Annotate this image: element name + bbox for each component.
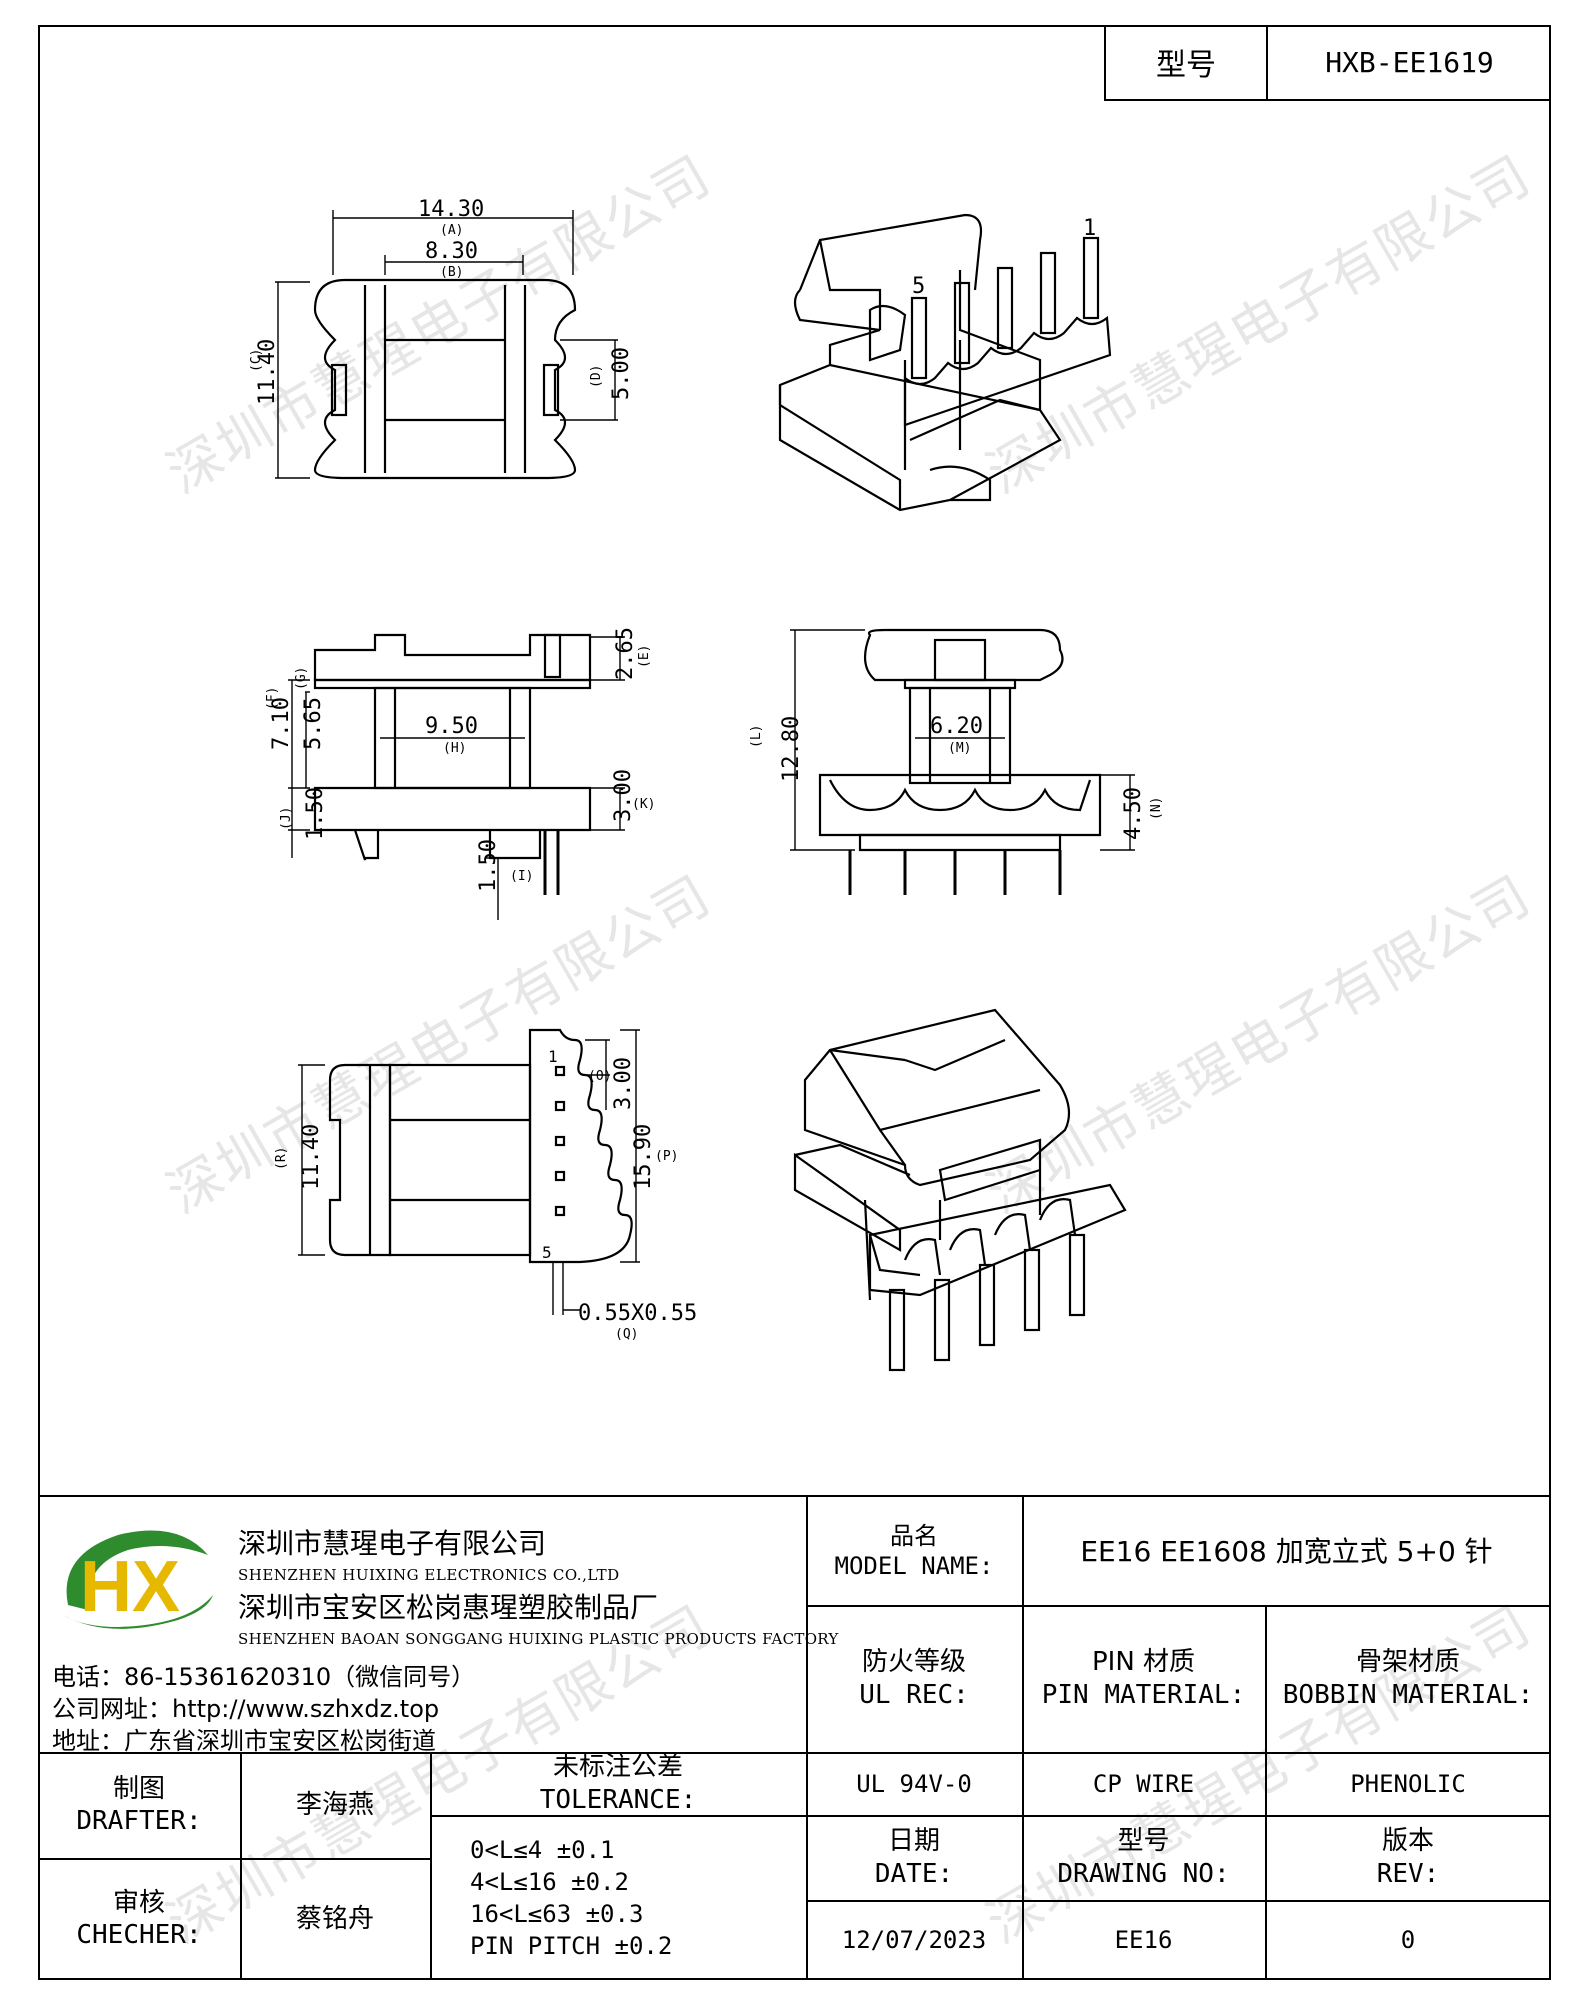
pin-1-label: 1: [1083, 216, 1096, 241]
dim-g-tag: (G): [294, 667, 309, 690]
dim-l-value: 12.80: [779, 716, 804, 782]
top-view: [275, 210, 618, 480]
revision-value: 0: [1400, 1926, 1416, 1954]
dim-m-tag: (M): [948, 741, 971, 756]
title-block-divider: [430, 1752, 432, 1980]
tolerance-values: 0<L≤4 ±0.1 4<L≤16 ±0.2 16<L≤63 ±0.3 PIN …: [430, 1815, 806, 1980]
title-block-divider: [806, 1815, 1551, 1817]
model-name-value: EE16 EE1608 加宽立式 5+0 针: [1080, 1534, 1493, 1568]
dim-c-value: 11.40: [255, 339, 280, 405]
company-logo: HX: [63, 1530, 213, 1629]
checker-name: 蔡铭舟: [295, 1903, 374, 1934]
tolerance-line: PIN PITCH ±0.2: [470, 1931, 673, 1960]
drafter-name: 李海燕: [295, 1789, 374, 1820]
dim-k-tag: (K): [632, 797, 655, 812]
title-block-divider: [806, 1900, 1551, 1902]
date-value: 12/07/2023: [841, 1926, 987, 1954]
checker-label: 审核 CHECHER:: [76, 1887, 202, 1951]
model-header-value: HXB-EE1619: [1325, 45, 1494, 79]
side-view: [790, 628, 1135, 895]
revision-label: 版本 REV:: [1376, 1826, 1440, 1889]
dim-k-value: 3.00: [611, 769, 636, 822]
pin-5-label-bottom: 5: [542, 1243, 552, 1262]
pin-material-value: CP WIRE: [1092, 1769, 1195, 1798]
dim-q-value: 0.55X0.55: [578, 1301, 697, 1326]
dim-i-value: 1.50: [476, 839, 501, 892]
dim-b-tag: (B): [440, 265, 463, 280]
dim-a-tag: (A): [440, 223, 463, 238]
model-header-box: 型号 HXB-EE1619: [1104, 25, 1551, 101]
fire-rating-label: 防火等级 UL REC:: [859, 1647, 969, 1710]
dim-r-value: 11.40: [299, 1124, 324, 1190]
isometric-view-bottom: [793, 1008, 1127, 1372]
tolerance-line: 4<L≤16 ±0.2: [470, 1867, 629, 1896]
company-phone: 电话：86-15361620310（微信同号）: [52, 1663, 476, 1691]
title-block-divider: [1022, 1495, 1024, 1980]
drafter-label: 制图 DRAFTER:: [76, 1773, 202, 1837]
dim-r-tag: (R): [274, 1147, 289, 1170]
dim-p-value: 15.90: [631, 1124, 656, 1190]
dim-n-value: 4.50: [1121, 787, 1146, 840]
company-name-cn: 深圳市慧瑆电子有限公司: [238, 1527, 547, 1560]
date-label: 日期 DATE:: [874, 1826, 954, 1889]
bobbin-material-label: 骨架材质 BOBBIN MATERIAL:: [1282, 1647, 1534, 1710]
drawing-no-label: 型号 DRAWING NO:: [1057, 1826, 1230, 1889]
title-block-divider: [38, 1752, 1551, 1754]
dim-e-tag: (E): [637, 645, 652, 668]
title-block-divider: [806, 1605, 1551, 1607]
technical-drawing: 14.30 (A) 8.30 (B) 11.40 (C) 5.00 (D) 1 …: [249, 197, 1164, 1372]
fire-rating-value: UL 94V-0: [856, 1769, 972, 1798]
dim-d-tag: (D): [589, 365, 604, 388]
dim-l-tag: (L): [749, 725, 764, 748]
title-block-top-border: [38, 1495, 1551, 1497]
dim-o-tag: (O): [588, 1069, 611, 1084]
dim-f-value: 7.10: [269, 697, 294, 750]
company-name-en: SHENZHEN HUIXING ELECTRONICS CO.,LTD: [238, 1566, 620, 1584]
tolerance-label: 未标注公差 TOLERANCE:: [539, 1752, 697, 1815]
model-header-label: 型号: [1106, 25, 1268, 99]
factory-name-cn: 深圳市宝安区松岗惠瑆塑胶制品厂: [238, 1591, 659, 1624]
dim-q-tag: (Q): [615, 1327, 638, 1342]
dim-a-value: 14.30: [418, 197, 484, 222]
tolerance-line: 0<L≤4 ±0.1: [470, 1835, 615, 1864]
drawing-no-value: EE16: [1114, 1926, 1173, 1954]
factory-name-en: SHENZHEN BAOAN SONGGANG HUIXING PLASTIC …: [238, 1630, 839, 1648]
title-block-divider: [1265, 1605, 1267, 1980]
isometric-view-top: [778, 213, 1112, 512]
model-name-label: 品名 MODEL NAME:: [834, 1522, 994, 1580]
dim-d-value: 5.00: [609, 347, 634, 400]
dim-i-tag: (I): [510, 869, 533, 884]
drawing-frame: [38, 25, 1551, 1980]
dim-m-value: 6.20: [930, 714, 983, 739]
bottom-view: [298, 1028, 640, 1315]
dim-h-value: 9.50: [425, 714, 478, 739]
title-block-divider: [806, 1495, 808, 1980]
company-website: 公司网址：http://www.szhxdz.top: [52, 1695, 440, 1723]
dim-o-value: 3.00: [611, 1057, 636, 1110]
bobbin-material-value: PHENOLIC: [1350, 1769, 1466, 1798]
front-view: [288, 633, 625, 920]
tolerance-line: 16<L≤63 ±0.3: [470, 1899, 644, 1928]
pin-5-label: 5: [912, 274, 925, 299]
dim-n-tag: (N): [1149, 797, 1164, 820]
title-block-divider: [430, 1815, 807, 1817]
pin-1-label-bottom: 1: [548, 1047, 558, 1066]
dim-p-tag: (P): [655, 1149, 678, 1164]
logo-letters: HX: [80, 1547, 180, 1627]
title-block-divider: [240, 1752, 242, 1980]
pin-material-label: PIN 材质 PIN MATERIAL:: [1041, 1647, 1246, 1710]
dim-e-value: 2.65: [613, 627, 638, 680]
dim-h-tag: (H): [443, 741, 466, 756]
dim-j-value: 1.50: [303, 787, 328, 840]
dim-b-value: 8.30: [425, 239, 478, 264]
dim-g-value: 5.65: [301, 697, 326, 750]
company-address: 地址：广东省深圳市宝安区松岗街道: [52, 1727, 436, 1755]
title-block-divider: [38, 1858, 431, 1860]
dim-f-tag: (F): [265, 687, 280, 710]
dim-c-tag: (C): [249, 349, 264, 372]
dim-j-tag: (J): [279, 807, 294, 830]
